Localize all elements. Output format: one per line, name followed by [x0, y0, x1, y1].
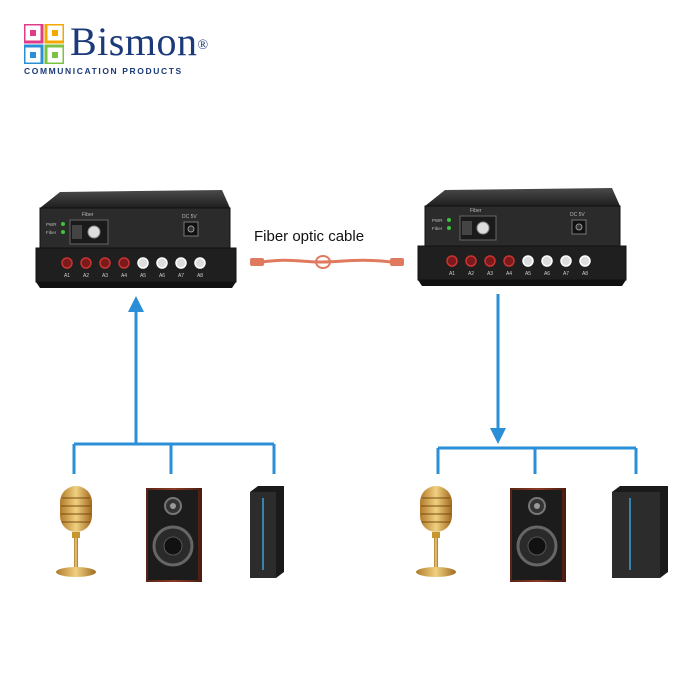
registered-mark: ® — [197, 38, 209, 53]
pc-tower-icon — [250, 486, 284, 578]
rca-port-red — [484, 255, 496, 267]
rca-port-white — [579, 255, 591, 267]
rca-port-white — [541, 255, 553, 267]
led-label-fiber: Fiber — [46, 230, 57, 235]
port-label: A7 — [178, 273, 184, 279]
brand-name: Bismon® — [70, 19, 209, 64]
microphone-icon — [56, 486, 96, 577]
port-label: A1 — [449, 271, 455, 277]
rca-port-red — [61, 257, 73, 269]
cable-connector-left — [250, 258, 264, 266]
port-label: A2 — [468, 271, 474, 277]
dc-label: DC 5V — [570, 212, 585, 218]
port-label: A1 — [64, 273, 70, 279]
rca-port-red — [118, 257, 130, 269]
rca-port-red — [446, 255, 458, 267]
brand-tagline: COMMUNICATION PRODUCTS — [24, 66, 183, 76]
speaker-icon — [146, 488, 202, 582]
fiber-converter-right: Fiber PWR Fiber DC 5V A1 A2 A3 A4 A5 A6 … — [417, 188, 627, 286]
connection-lines-right — [436, 294, 638, 474]
fiber-led-icon — [61, 230, 65, 234]
pwr-led-icon — [447, 218, 451, 222]
fiber-optic-cable — [250, 255, 404, 269]
port-label: A7 — [563, 271, 569, 277]
rca-port-white — [194, 257, 206, 269]
brand-logo: Bismon® COMMUNICATION PRODUCTS — [24, 20, 234, 80]
port-label: A3 — [487, 271, 493, 277]
fiber-label: Fiber — [82, 212, 94, 218]
port-label: A5 — [525, 271, 531, 277]
led-label-fiber: Fiber — [432, 226, 443, 231]
pwr-led-icon — [61, 222, 65, 226]
port-label: A4 — [121, 273, 127, 279]
speaker-icon — [510, 488, 566, 582]
fiber-led-icon — [447, 226, 451, 230]
dc-label: DC 5V — [182, 214, 197, 220]
rca-port-white — [137, 257, 149, 269]
arrow-up-icon — [128, 296, 144, 312]
rca-port-white — [560, 255, 572, 267]
cable-coil — [315, 255, 331, 269]
rca-port-row — [446, 255, 591, 267]
microphone-icon — [416, 486, 456, 577]
rca-port-red — [99, 257, 111, 269]
port-label: A6 — [544, 271, 550, 277]
port-label: A5 — [140, 273, 146, 279]
pc-tower-icon — [612, 486, 668, 578]
cable-connector-right — [390, 258, 404, 266]
port-label: A6 — [159, 273, 165, 279]
port-label: A8 — [197, 273, 203, 279]
rca-port-row — [61, 257, 206, 269]
logo-mark-icon — [24, 24, 64, 64]
port-label: A2 — [83, 273, 89, 279]
rca-port-red — [503, 255, 515, 267]
led-label-pwr: PWR — [432, 218, 443, 223]
fiber-converter-left: Fiber PWR Fiber DC 5V A1 A2 A3 A4 A5 A6 — [35, 190, 237, 288]
fiber-cable-label: Fiber optic cable — [254, 228, 365, 245]
fiber-label: Fiber — [470, 208, 482, 214]
port-label: A8 — [582, 271, 588, 277]
port-label: A4 — [506, 271, 512, 277]
rca-port-red — [465, 255, 477, 267]
arrow-down-icon — [490, 428, 506, 444]
rca-port-white — [156, 257, 168, 269]
connection-lines-left — [72, 306, 276, 474]
led-label-pwr: PWR — [46, 222, 57, 227]
port-label: A3 — [102, 273, 108, 279]
rca-port-white — [522, 255, 534, 267]
rca-port-red — [80, 257, 92, 269]
rca-port-white — [175, 257, 187, 269]
